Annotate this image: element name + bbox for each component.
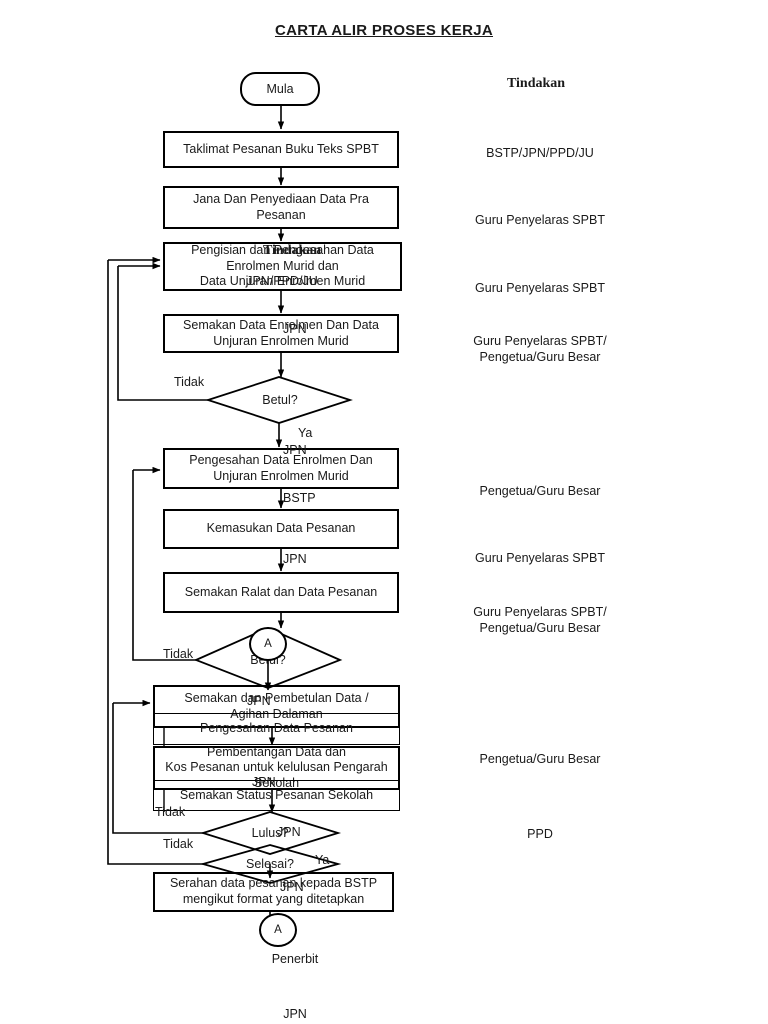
action-item-8: PPD <box>527 827 553 841</box>
edge-label-tidak-3: Tidak <box>155 805 186 819</box>
node-selesai-label: Selesai? <box>246 857 294 871</box>
connector-a-middle-label: A <box>264 638 272 650</box>
edge-label-jpn-5: JPN <box>252 775 276 789</box>
node-pembentangan-label: Pembentangan Data dan Kos Pesanan untuk … <box>165 744 388 790</box>
edge-label-bstp-1: BSTP <box>283 491 316 505</box>
node-taklimat-label: Taklimat Pesanan Buku Teks SPBT <box>183 141 379 156</box>
node-pembentangan-data-kos[interactable]: Pembentangan Data dan Kos Pesanan untuk … <box>153 744 400 790</box>
node-semakan-ralat-label: Semakan Ralat dan Data Pesanan <box>184 584 378 599</box>
node-kemasukan-label: Kemasukan Data Pesanan <box>206 521 356 536</box>
edge-label-jpn-3: JPN <box>283 552 307 566</box>
edge-label-tidak-1: Tidak <box>174 375 205 389</box>
node-serahan-label: Serahan data pesanan kepada BSTP mengiku… <box>169 876 378 906</box>
node-taklimat-pesanan[interactable]: Taklimat Pesanan Buku Teks SPBT <box>163 131 399 168</box>
action-item-5: Guru Penyelaras SPBT <box>475 551 605 565</box>
edge-label-jpn-7: JPN <box>280 880 304 894</box>
node-pengesahan-data-enrolmen[interactable]: Pengesahan Data Enrolmen Dan Unjuran Enr… <box>163 448 399 489</box>
node-jana-penyediaan-data[interactable]: Jana Dan Penyediaan Data Pra Pesanan <box>163 186 399 229</box>
edge-label-ya-1: Ya <box>298 426 313 440</box>
node-serahan-data-pesanan[interactable]: Serahan data pesanan kepada BSTP mengiku… <box>153 872 394 912</box>
node-pengesahan-enrolmen-label: Pengesahan Data Enrolmen Dan Unjuran Enr… <box>189 452 373 483</box>
node-pengisian-label: Pengisian dan Pengesahan Data Enrolmen M… <box>191 243 374 289</box>
node-jana-label: Jana Dan Penyediaan Data Pra Pesanan <box>193 191 369 222</box>
edge-label-jpn-2: JPN <box>283 322 307 336</box>
connector-a-middle[interactable]: A <box>249 627 287 661</box>
action-item-3: Guru Penyelaras SPBT/ Pengetua/Guru Besa… <box>473 334 607 364</box>
connector-a-end[interactable]: A <box>259 913 297 947</box>
connector-a-end-label: A <box>274 924 282 936</box>
node-pengisian-pengesahan-data[interactable]: Pengisian dan Pengesahan Data Enrolmen M… <box>163 242 402 291</box>
node-semakan-data-enrolmen[interactable]: Semakan Data Enrolmen Dan Data Unjuran E… <box>163 314 399 353</box>
action-item-0: BSTP/JPN/PPD/JU <box>486 146 594 160</box>
action-item-6: Guru Penyelaras SPBT/ Pengetua/Guru Besa… <box>473 605 607 635</box>
node-semakan-enrolmen-label: Semakan Data Enrolmen Dan Data Unjuran E… <box>183 317 379 348</box>
action-item-1: Guru Penyelaras SPBT <box>475 213 605 227</box>
action-item-7: Pengetua/Guru Besar <box>479 752 601 766</box>
node-semakan-ralat-pesanan[interactable]: Semakan Ralat dan Data Pesanan <box>163 572 399 613</box>
node-pengesahan-data-pesanan[interactable]: Pengesahan Data Pesanan <box>153 713 400 745</box>
node-pengesahan-pesanan-label: Pengesahan Data Pesanan <box>200 721 353 736</box>
edge-label-tidak-2: Tidak <box>163 647 194 661</box>
edge-label-jpn-4: JPN <box>247 694 271 708</box>
node-lulus-label: Lulus? <box>251 826 289 840</box>
edge-label-jpn-1: JPN <box>283 443 307 457</box>
node-start-mula[interactable]: Mula <box>240 72 320 106</box>
page-title: CARTA ALIR PROSES KERJA <box>274 22 494 39</box>
node-kemasukan-data-pesanan[interactable]: Kemasukan Data Pesanan <box>163 509 399 549</box>
node-semakan-status-label: Semakan Status Pesanan Sekolah <box>179 787 374 802</box>
edge-label-jpn-6: JPN <box>277 825 301 839</box>
overlay-tindakan-artifact: Tindakan <box>262 243 322 258</box>
edge-label-ya-2: Ya <box>315 853 330 867</box>
action-item-4: Pengetua/Guru Besar <box>479 484 601 498</box>
footer-jpn: JPN <box>283 1007 307 1021</box>
node-start-label: Mula <box>266 82 294 96</box>
column-header-tindakan: Tindakan <box>506 76 566 91</box>
footer-penerbit: Penerbit <box>271 952 319 966</box>
overlay-jpn-ppd-ju-artifact: JPN/PPD/JU <box>246 274 318 288</box>
action-item-2: Guru Penyelaras SPBT <box>475 281 605 295</box>
node-betul-1-label: Betul? <box>262 393 298 407</box>
node-semakan-status-pesanan[interactable]: Semakan Status Pesanan Sekolah <box>153 780 400 811</box>
edge-label-tidak-4: Tidak <box>163 837 194 851</box>
